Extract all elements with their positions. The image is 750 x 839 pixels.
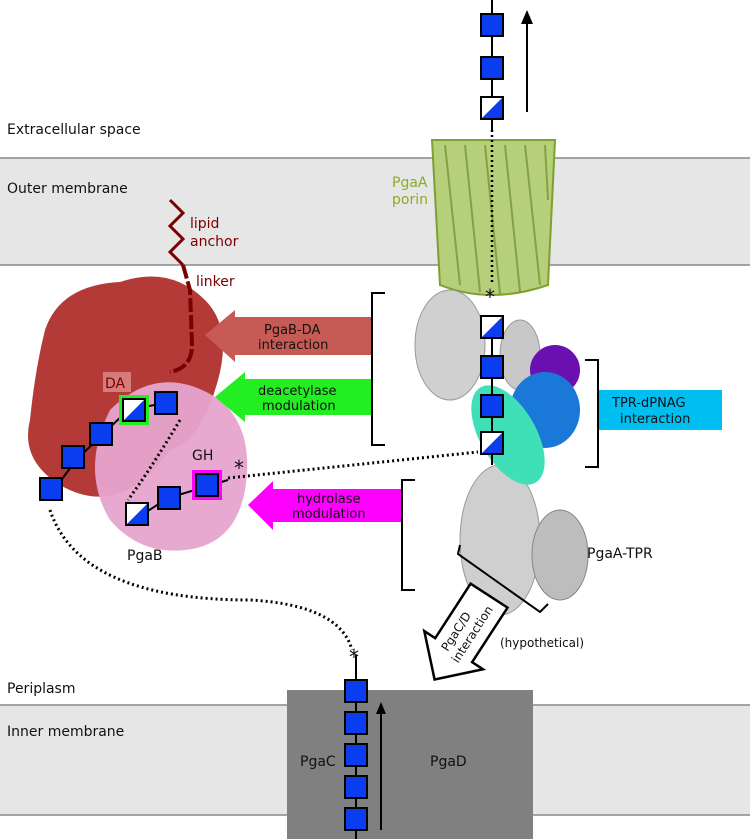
- region-extracellular: Extracellular space: [7, 122, 141, 138]
- porin-label-2: porin: [392, 192, 428, 208]
- pgaa-porin: [430, 139, 557, 296]
- up-arrow-icon: [521, 10, 533, 24]
- hydrolase-label: hydrolase: [297, 492, 361, 507]
- deacetylase-arrow: [215, 372, 372, 422]
- region-inner-membrane: Inner membrane: [7, 724, 124, 740]
- da-label: DA: [105, 376, 126, 392]
- linker: [169, 264, 195, 374]
- inner-chain: [344, 679, 368, 831]
- lipid-anchor: [167, 198, 186, 267]
- hydrolase-arrow: [248, 481, 402, 530]
- lipid-anchor-label: lipid: [190, 216, 219, 232]
- pgacd-complex: [287, 690, 533, 839]
- pgad-label: PgaD: [430, 754, 467, 770]
- tpr-dpnag-label-2: interaction: [620, 412, 690, 427]
- asterisk: *: [349, 645, 359, 669]
- tpr-dpnag-box: [598, 390, 722, 430]
- pgab-da-arrow: [205, 310, 372, 362]
- hypothetical-label: (hypothetical): [500, 636, 584, 650]
- linker-label: linker: [196, 274, 235, 290]
- pgab-da-label: PgaB-DA: [264, 323, 320, 338]
- outer-membrane-band: [0, 158, 750, 265]
- region-outer-membrane: Outer membrane: [7, 181, 128, 197]
- asterisk: *: [485, 285, 495, 309]
- asterisk: *: [234, 456, 244, 480]
- hydrolase-label-2: modulation: [292, 507, 366, 522]
- outer-chain: [480, 13, 504, 120]
- pgaa-tpr-domain: [414, 289, 589, 616]
- gh-label: GH: [192, 448, 213, 464]
- tpr-dpnag-label: TPR-dPNAG: [611, 396, 686, 411]
- pgaa-tpr-label: PgaA-TPR: [587, 546, 653, 562]
- region-periplasm: Periplasm: [7, 681, 76, 697]
- porin-label: PgaA: [392, 175, 428, 191]
- pgab-label: PgaB: [127, 548, 163, 564]
- up-arrow-icon: [376, 702, 386, 714]
- pgacd-arrow: [422, 581, 510, 681]
- deacetylase-label-2: modulation: [262, 399, 336, 414]
- deacetylase-label: deacetylase: [258, 384, 337, 399]
- pgab-da-label-2: interaction: [258, 338, 328, 353]
- lipid-anchor-label-2: anchor: [190, 234, 239, 250]
- pgac-label: PgaC: [300, 754, 336, 770]
